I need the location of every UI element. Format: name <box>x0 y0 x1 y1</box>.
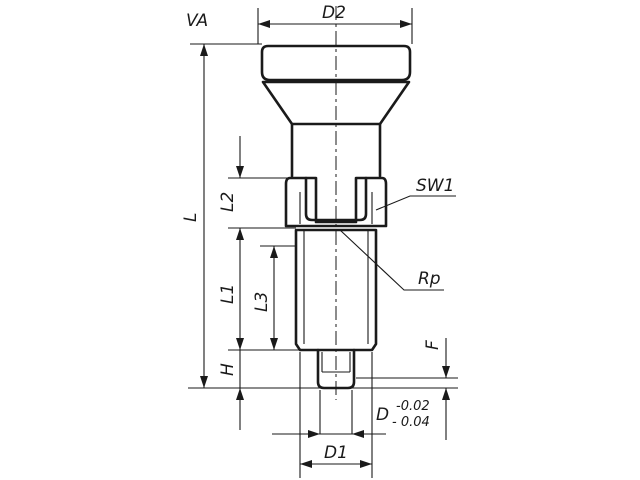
label-l2: L2 <box>218 192 238 212</box>
label-l: L <box>181 213 201 222</box>
label-d: D <box>376 405 389 425</box>
label-f: F <box>423 340 443 350</box>
label-d-tol-upper: -0.02 <box>396 399 430 414</box>
label-sw1: SW1 <box>416 176 454 196</box>
label-d2: D2 <box>322 3 346 23</box>
label-h: H <box>218 363 238 376</box>
shank <box>290 122 382 178</box>
leader-lines <box>339 195 456 291</box>
threaded-body <box>294 228 378 352</box>
label-va: VA <box>186 11 208 31</box>
label-l3: L3 <box>252 292 272 312</box>
label-l1: L1 <box>218 284 238 304</box>
dimension-lines <box>200 20 450 468</box>
label-rp: Rp <box>418 269 441 289</box>
label-d-tol-lower: - 0.04 <box>392 415 430 430</box>
label-d1: D1 <box>324 443 348 463</box>
